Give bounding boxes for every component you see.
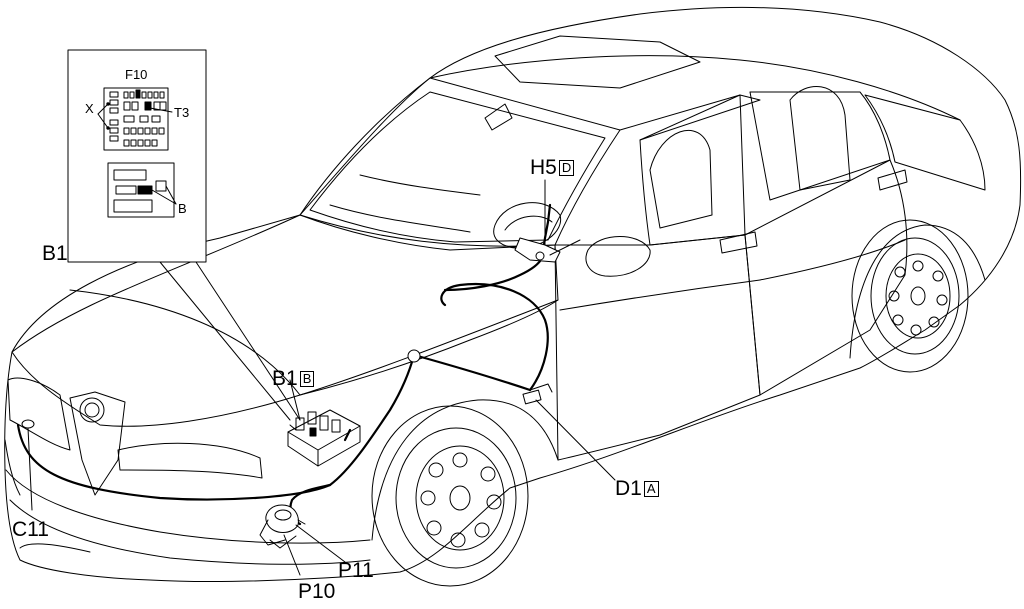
label-p11: P11 <box>338 559 374 582</box>
connector-h5 <box>514 237 561 263</box>
label-b1-box: B <box>299 371 315 387</box>
front-door-window <box>639 94 746 246</box>
front-seat <box>649 129 713 229</box>
inset-box <box>67 49 207 263</box>
label-b1-inset: B1 <box>42 242 68 265</box>
fog-lamp <box>19 543 91 553</box>
front-door <box>554 234 761 461</box>
label-b1-text: B1 <box>272 367 298 390</box>
horn-assembly <box>259 504 306 549</box>
front-door-handle <box>719 231 758 254</box>
rear-door-window <box>749 91 891 201</box>
front-wheel <box>371 405 529 587</box>
fuse-box-diagram <box>103 87 169 151</box>
badge-emblem <box>79 397 105 423</box>
windshield-frame <box>299 77 621 251</box>
relay-box-diagram <box>107 162 175 218</box>
roof-line <box>429 55 961 121</box>
rear-quarter-window <box>864 94 986 191</box>
rear-seat <box>789 86 851 191</box>
headlight-right <box>117 442 263 479</box>
label-p10: P10 <box>298 580 336 603</box>
label-b-inset: B <box>178 201 187 216</box>
relay-box-b1 <box>287 409 361 467</box>
rear-wheel <box>851 219 969 373</box>
label-f10: F10 <box>125 67 148 82</box>
mirror-inner <box>484 103 513 131</box>
steering-wheel <box>493 202 562 249</box>
hood <box>11 214 559 427</box>
label-h5-box: D <box>558 160 575 176</box>
rear-door-handle <box>877 169 908 191</box>
rear-door <box>744 159 908 396</box>
label-c11: C11 <box>12 518 49 541</box>
side-mirror <box>585 236 651 277</box>
grille-shield <box>69 391 126 496</box>
a-pillar <box>619 94 761 141</box>
connector-fender <box>407 349 421 363</box>
label-h5-text: H5 <box>530 156 557 179</box>
bumper <box>5 469 371 544</box>
front-fender-line <box>299 299 559 396</box>
sunroof <box>494 35 701 89</box>
label-d1-box: A <box>643 481 659 497</box>
headlight-left <box>7 377 71 451</box>
label-t3: T3 <box>174 105 190 120</box>
windshield-inner <box>309 91 606 243</box>
label-x: X <box>85 101 94 116</box>
sensor-c11 <box>21 419 35 429</box>
label-d1-text: D1 <box>615 477 642 500</box>
